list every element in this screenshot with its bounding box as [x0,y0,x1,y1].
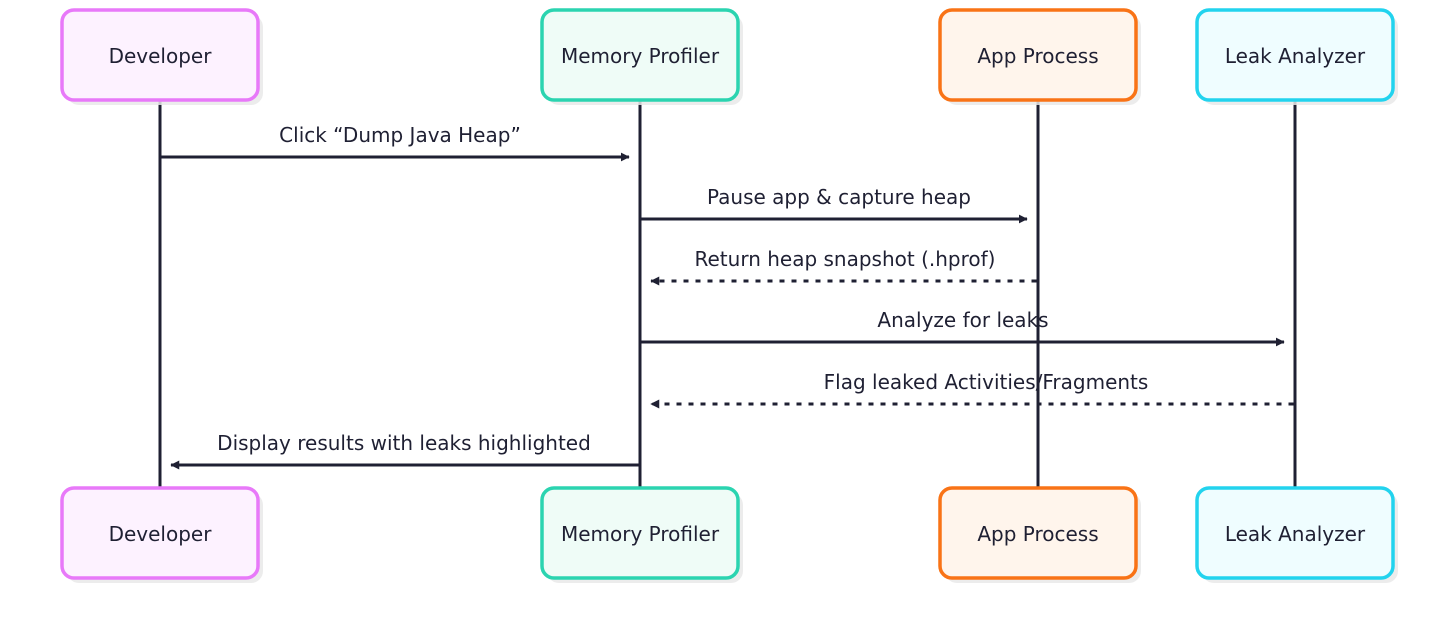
participant-box-memory-profiler-top[interactable]: Memory Profiler [540,8,743,105]
message-label-1: Click “Dump Java Heap” [279,123,521,147]
message-label-6: Display results with leaks highlighted [217,431,591,455]
message-2[interactable]: Pause app & capture heap [641,185,1028,224]
participant-label-leak-analyzer: Leak Analyzer [1225,522,1366,546]
participant-label-app-process: App Process [977,44,1098,68]
participant-label-app-process: App Process [977,522,1098,546]
participant-box-leak-analyzer-top[interactable]: Leak Analyzer [1195,8,1398,105]
participant-box-leak-analyzer-bottom[interactable]: Leak Analyzer [1195,486,1398,583]
message-6[interactable]: Display results with leaks highlighted [170,431,639,470]
lifelines-layer [158,100,1297,488]
participant-label-memory-profiler: Memory Profiler [561,522,720,546]
messages-layer: Click “Dump Java Heap” Pause app & captur… [161,123,1294,470]
participant-box-rect [938,486,1138,580]
participant-box-developer-bottom[interactable]: Developer [60,486,263,583]
message-label-3: Return heap snapshot (.hprof) [695,247,996,271]
message-1[interactable]: Click “Dump Java Heap” [161,123,630,162]
participant-box-rect [60,8,260,102]
participant-box-app-process-bottom[interactable]: App Process [938,486,1141,583]
participant-label-developer: Developer [109,522,213,546]
message-5[interactable]: Flag leaked Activities/Fragments [650,370,1294,409]
participant-box-rect [938,8,1138,102]
participant-label-leak-analyzer: Leak Analyzer [1225,44,1366,68]
message-label-2: Pause app & capture heap [707,185,971,209]
message-label-4: Analyze for leaks [877,308,1048,332]
message-4[interactable]: Analyze for leaks [641,308,1285,347]
participant-box-rect [60,486,260,580]
participant-label-developer: Developer [109,44,213,68]
participant-box-memory-profiler-bottom[interactable]: Memory Profiler [540,486,743,583]
participant-box-rect [540,8,740,102]
participant-box-rect [540,486,740,580]
participant-label-memory-profiler: Memory Profiler [561,44,720,68]
participant-box-rect [1195,486,1395,580]
participant-box-app-process-top[interactable]: App Process [938,8,1141,105]
participant-box-rect [1195,8,1395,102]
message-3[interactable]: Return heap snapshot (.hprof) [650,247,1037,286]
participant-box-developer-top[interactable]: Developer [60,8,263,105]
message-label-5: Flag leaked Activities/Fragments [824,370,1149,394]
